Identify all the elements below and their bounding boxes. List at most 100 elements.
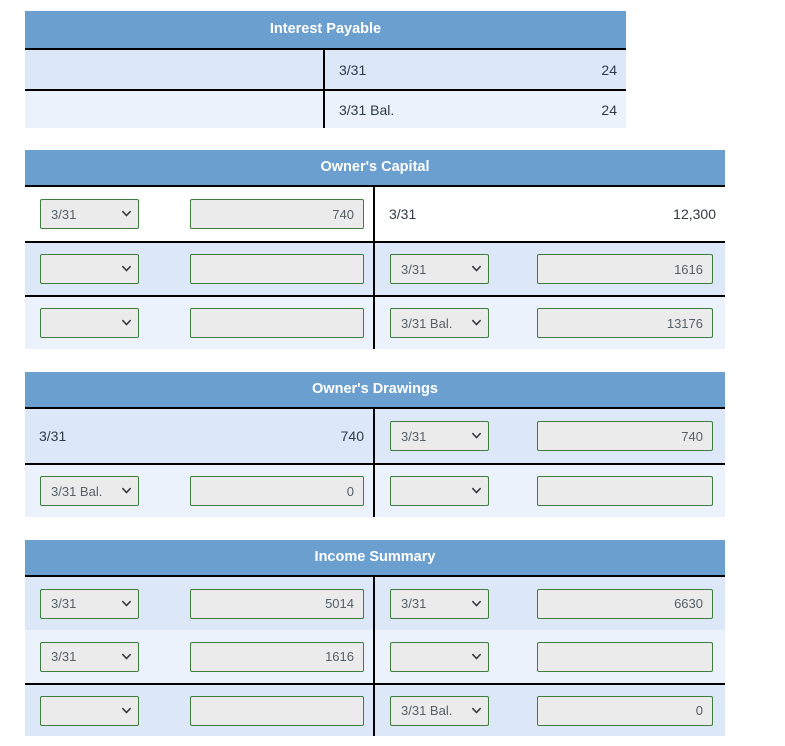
amount-input-debit-3-1[interactable]: 1616 bbox=[190, 641, 364, 672]
entry-date-debit: 3/31 bbox=[39, 428, 67, 444]
account-title: Owner's Drawings bbox=[25, 372, 725, 409]
date-select-debit-2-1[interactable]: 3/31 Bal. bbox=[40, 476, 139, 506]
account-block: Interest Payable 3/31 24 3/31 Bal. 24 bbox=[25, 11, 626, 128]
date-select-label: 3/31 bbox=[401, 428, 427, 444]
amount-input-credit-2-0[interactable]: 740 bbox=[537, 421, 713, 451]
amount-input-debit-1-1[interactable] bbox=[190, 254, 364, 284]
chevron-down-icon bbox=[122, 599, 131, 608]
date-select-debit-3-2[interactable] bbox=[40, 695, 139, 726]
date-select-label: 3/31 bbox=[401, 261, 427, 277]
amount-input-debit-2-1[interactable]: 0 bbox=[190, 476, 364, 506]
entry-date-credit: 3/31 bbox=[339, 61, 367, 78]
entry-amount-credit: 12,300 bbox=[673, 206, 716, 222]
debit-cell bbox=[25, 91, 325, 128]
date-select-debit-1-2[interactable] bbox=[40, 308, 139, 338]
chevron-down-icon bbox=[122, 318, 131, 327]
amount-input-credit-2-1[interactable] bbox=[537, 476, 713, 506]
date-select-label: 3/31 Bal. bbox=[51, 483, 103, 499]
account-title: Income Summary bbox=[25, 540, 725, 577]
entry-date-credit: 3/31 Bal. bbox=[339, 101, 395, 118]
chevron-down-icon bbox=[122, 486, 131, 495]
chevron-down-icon bbox=[472, 264, 481, 273]
credit-cell: 3/31 Bal. 0 bbox=[375, 685, 725, 736]
account-rows: 3/31 5014 3/31 6630 3/31 1616 3/31 Bal. 0 bbox=[25, 577, 725, 736]
amount-input-credit-3-1[interactable] bbox=[537, 641, 713, 672]
chevron-down-icon bbox=[472, 486, 481, 495]
amount-input-credit-3-0[interactable]: 6630 bbox=[537, 588, 713, 619]
debit-cell bbox=[25, 243, 375, 295]
ledger-row: 3/31 1616 bbox=[25, 630, 725, 683]
amount-input-credit-1-1[interactable]: 1616 bbox=[537, 254, 713, 284]
entry-date-credit: 3/31 bbox=[389, 206, 417, 222]
ledger-row: 3/31 24 bbox=[25, 50, 626, 89]
ledger-row: 3/31 Bal. 0 bbox=[25, 683, 725, 736]
date-select-label: 3/31 bbox=[51, 596, 77, 611]
debit-cell: 3/31 5014 bbox=[25, 577, 375, 630]
date-select-credit-3-0[interactable]: 3/31 bbox=[390, 588, 489, 619]
date-select-label: 3/31 bbox=[401, 596, 427, 611]
credit-cell bbox=[375, 630, 725, 683]
debit-cell bbox=[25, 685, 375, 736]
amount-input-credit-1-2[interactable]: 13176 bbox=[537, 308, 713, 338]
date-select-debit-1-1[interactable] bbox=[40, 254, 139, 284]
credit-cell: 3/31 24 bbox=[325, 50, 626, 89]
ledger-row: 3/31 Bal. 13176 bbox=[25, 295, 725, 349]
entry-amount-credit: 24 bbox=[601, 101, 617, 118]
chevron-down-icon bbox=[122, 264, 131, 273]
ledger-row: 3/31 Bal. 24 bbox=[25, 89, 626, 128]
date-select-credit-2-1[interactable] bbox=[390, 476, 489, 506]
credit-cell: 3/31 Bal. 24 bbox=[325, 91, 626, 128]
chevron-down-icon bbox=[122, 209, 131, 218]
debit-cell bbox=[25, 50, 325, 89]
date-select-debit-3-1[interactable]: 3/31 bbox=[40, 641, 139, 672]
date-select-label: 3/31 bbox=[51, 206, 77, 222]
ledger-row: 3/31 1616 bbox=[25, 241, 725, 295]
account-title: Owner's Capital bbox=[25, 150, 725, 187]
account-title: Interest Payable bbox=[25, 11, 626, 50]
debit-cell: 3/31 740 bbox=[25, 187, 375, 241]
chevron-down-icon bbox=[472, 706, 481, 715]
ledger-row: 3/31 740 3/31 740 bbox=[25, 409, 725, 463]
debit-cell: 3/31 740 bbox=[25, 409, 375, 463]
date-select-label: 3/31 Bal. bbox=[401, 315, 453, 331]
credit-cell: 3/31 740 bbox=[375, 409, 725, 463]
chevron-down-icon bbox=[472, 431, 481, 440]
account-rows: 3/31 740 3/31 740 3/31 Bal. 0 bbox=[25, 409, 725, 517]
ledger-row: 3/31 740 3/31 12,300 bbox=[25, 187, 725, 241]
date-select-credit-2-0[interactable]: 3/31 bbox=[390, 421, 489, 451]
debit-cell: 3/31 1616 bbox=[25, 630, 375, 683]
chevron-down-icon bbox=[472, 599, 481, 608]
debit-cell: 3/31 Bal. 0 bbox=[25, 465, 375, 517]
chevron-down-icon bbox=[472, 318, 481, 327]
account-rows: 3/31 740 3/31 12,300 3/31 1616 3/31 Bal. 13176 bbox=[25, 187, 725, 349]
account-rows: 3/31 24 3/31 Bal. 24 bbox=[25, 50, 626, 128]
date-select-debit-1-0[interactable]: 3/31 bbox=[40, 199, 139, 229]
credit-cell: 3/31 Bal. 13176 bbox=[375, 297, 725, 349]
credit-cell: 3/31 12,300 bbox=[375, 187, 725, 241]
amount-input-debit-3-2[interactable] bbox=[190, 695, 364, 726]
date-select-label: 3/31 bbox=[51, 649, 77, 664]
entry-amount-debit: 740 bbox=[340, 428, 364, 444]
date-select-credit-1-1[interactable]: 3/31 bbox=[390, 254, 489, 284]
amount-input-debit-1-0[interactable]: 740 bbox=[190, 199, 364, 229]
chevron-down-icon bbox=[472, 652, 481, 661]
date-select-debit-3-0[interactable]: 3/31 bbox=[40, 588, 139, 619]
credit-cell bbox=[375, 465, 725, 517]
credit-cell: 3/31 6630 bbox=[375, 577, 725, 630]
amount-input-credit-3-2[interactable]: 0 bbox=[537, 695, 713, 726]
entry-amount-credit: 24 bbox=[601, 61, 617, 78]
chevron-down-icon bbox=[122, 706, 131, 715]
chevron-down-icon bbox=[122, 652, 131, 661]
amount-input-debit-3-0[interactable]: 5014 bbox=[190, 588, 364, 619]
amount-input-debit-1-2[interactable] bbox=[190, 308, 364, 338]
date-select-credit-3-1[interactable] bbox=[390, 641, 489, 672]
date-select-credit-3-2[interactable]: 3/31 Bal. bbox=[390, 695, 489, 726]
debit-cell bbox=[25, 297, 375, 349]
date-select-label: 3/31 Bal. bbox=[401, 703, 453, 718]
date-select-credit-1-2[interactable]: 3/31 Bal. bbox=[390, 308, 489, 338]
ledger-row: 3/31 Bal. 0 bbox=[25, 463, 725, 517]
account-block: Owner's Drawings 3/31 740 3/31 740 3/31 Bal. 0 bbox=[25, 372, 725, 517]
ledger-row: 3/31 5014 3/31 6630 bbox=[25, 577, 725, 630]
